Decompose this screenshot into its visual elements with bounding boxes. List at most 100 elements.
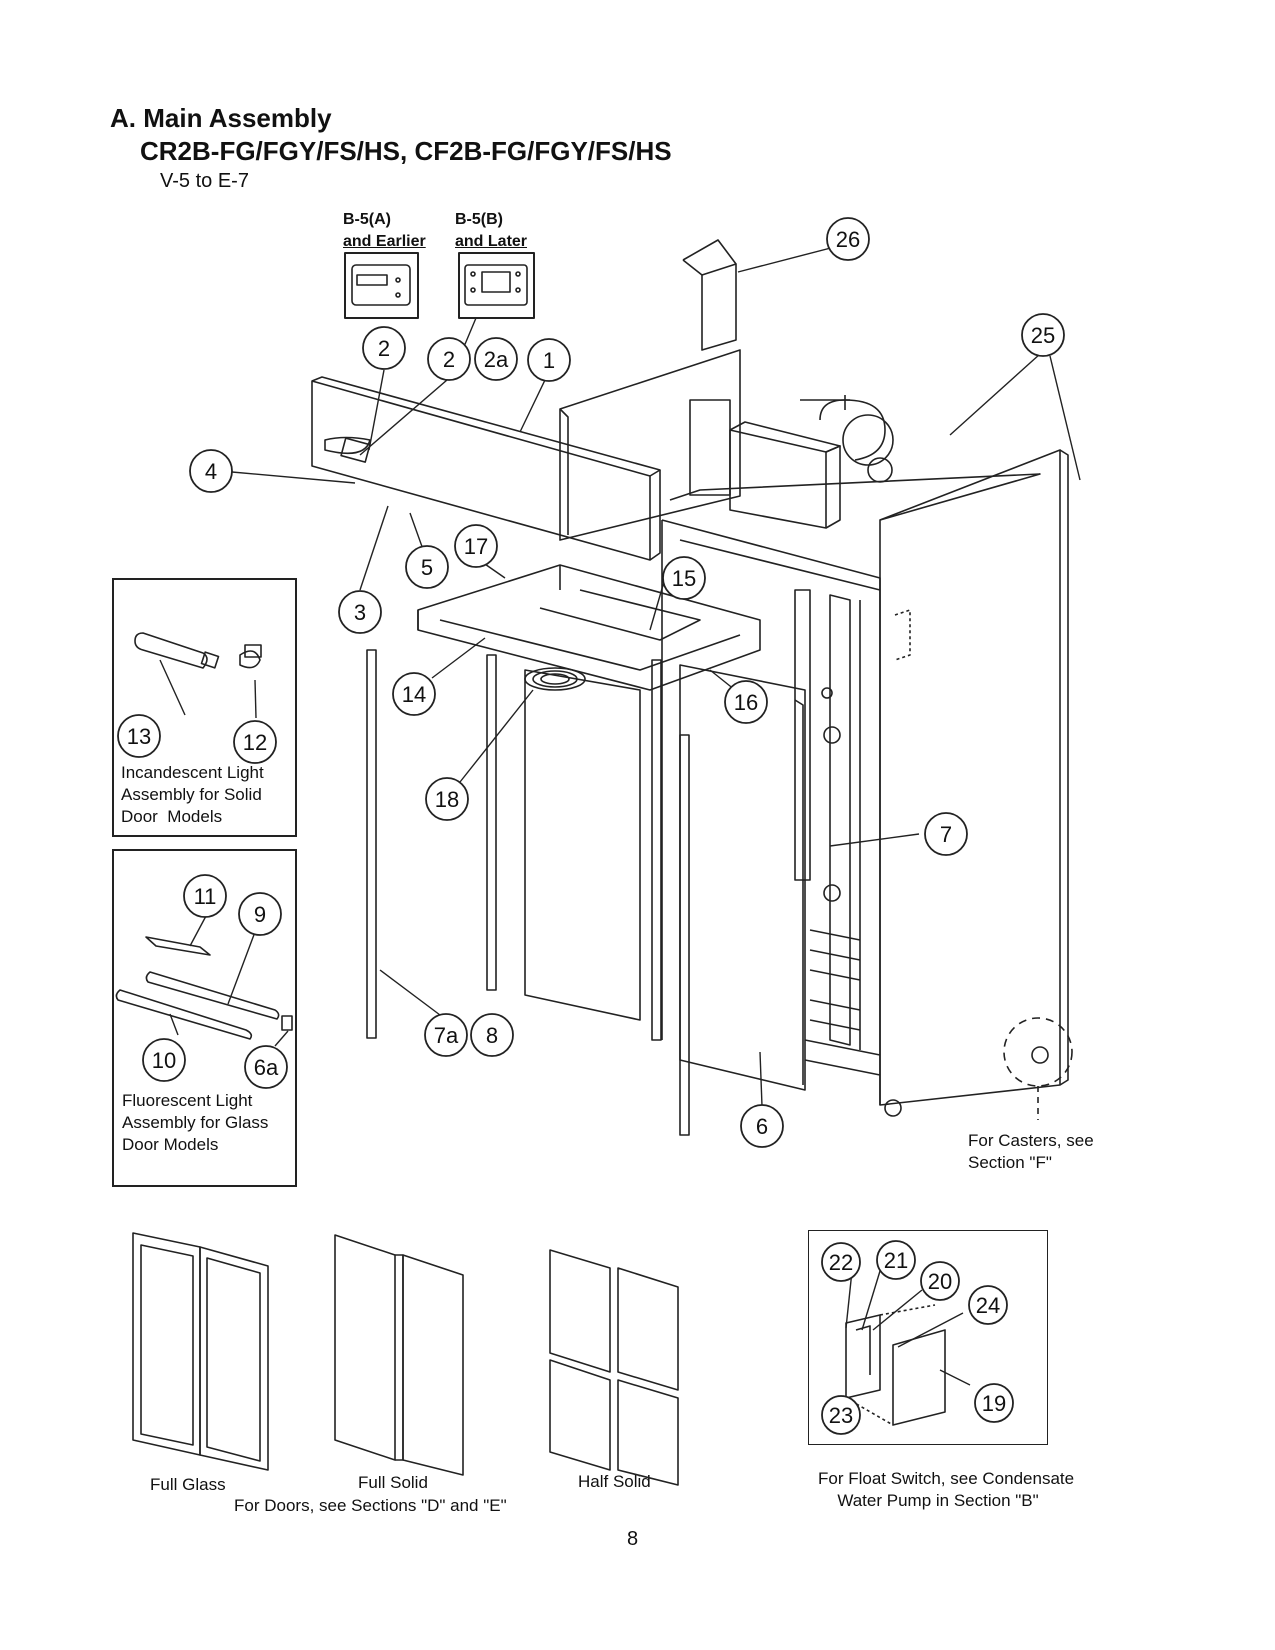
callout-6: 6 [740,1104,784,1148]
callout-label: 20 [928,1269,952,1294]
casters-note-line2: Section "F" [968,1153,1052,1172]
incandescent-inset [112,578,297,837]
callout-23: 22 [821,1242,861,1282]
callout-label: 17 [464,534,488,559]
page-number: 8 [627,1528,639,1550]
incandescent-caption-line2: Assembly for Solid [121,785,262,804]
callout-21: 20 [920,1261,960,1301]
model-numbers: CR2B-FG/FGY/FS/HS, CF2B-FG/FGY/FS/HS [140,136,672,166]
float-note-line1: For Float Switch, see Condensate [818,1469,1075,1488]
callout-26: 26 [826,217,870,261]
callout-13: 13 [117,714,161,758]
callout-4: 4 [189,449,233,493]
fluorescent-caption-line2: Assembly for Glass [122,1113,269,1132]
fluorescent-parts-drawing [115,936,293,1040]
incandescent-caption-line1: Incandescent Light [121,763,264,782]
caster-detail-marker [1003,1017,1073,1087]
left-air-duct [524,669,641,1021]
callout-label: 18 [435,787,459,812]
callout-label: 2a [484,347,509,372]
callout-label: 11 [194,884,217,909]
top-back-panel [559,349,1041,541]
fluorescent-caption: Fluorescent Light Assembly for Glass Doo… [122,1090,268,1156]
right-air-duct [679,664,806,1091]
callout-label: 7a [434,1023,459,1048]
casters-note-line1: For Casters, see [968,1131,1094,1150]
controller-a-line2: and Earlier [343,233,426,250]
shelf-rails [366,649,690,1136]
fluorescent-inset [112,849,297,1187]
callout-label: 16 [734,690,758,715]
callout-label: 15 [672,566,696,591]
float-switch-drawing [845,1304,946,1426]
controller-b-label: B-5(B) and Later [455,209,527,253]
callout-label: 24 [976,1293,1000,1318]
callout-label: 6a [254,1055,279,1080]
callout-label: 22 [829,1250,853,1275]
callout-12: 12 [233,720,277,764]
serial-range: V-5 to E-7 [160,170,249,192]
door-full-solid-drawing [334,1234,464,1476]
controller-b-line2: and Later [455,233,528,250]
callout-label: 23 [829,1403,853,1428]
callout-2a-controller: 2 [362,326,406,370]
callout-label: 26 [836,227,860,252]
callout-label: 10 [152,1048,176,1073]
callout-label: 9 [254,902,266,927]
callout-11: 11 [183,874,227,918]
callout-label: 3 [354,600,366,625]
callout-label: 21 [884,1248,908,1273]
door-full-glass-drawing [132,1232,269,1471]
door-label-half-solid: Half Solid [578,1472,651,1491]
callout-1: 1 [527,338,571,382]
controller-b-drawing [458,252,535,319]
callout-6a: 7 [924,812,968,856]
callout-2b-controller: 2 [427,337,471,381]
callout-label: 8 [486,1023,498,1048]
callout-17: 17 [454,524,498,568]
fluorescent-caption-line1: Fluorescent Light [122,1091,253,1110]
float-switch-inset [808,1230,1048,1445]
callout-7: 7a [424,1013,468,1057]
callout-label: 19 [982,1391,1006,1416]
callout-label: 14 [402,682,426,707]
casters-note: For Casters, see Section "F" [968,1130,1094,1174]
callout-20: 23 [821,1395,861,1435]
callout-5: 5 [405,545,449,589]
callout-label: 5 [421,555,433,580]
controller-b-line1: B-5(B) [455,211,503,228]
callout-15: 15 [662,556,706,600]
incandescent-caption-line3: Door Models [121,807,223,826]
callout-16: 16 [724,680,768,724]
callout-label: 12 [243,730,267,755]
callout-bubbles: 2 2 2a 1 4 3 5 17 15 14 16 18 7 7a 8 6 2… [117,217,1065,1435]
callout-label: 13 [127,724,151,749]
door-label-full-glass: Full Glass [150,1475,226,1494]
callout-3: 3 [338,590,382,634]
callout-22: 21 [876,1240,916,1280]
callout-2a: 2a [474,337,518,381]
door-half-solid-drawing [549,1249,679,1486]
controller-a-line1: B-5(A) [343,211,391,228]
incandescent-caption: Incandescent Light Assembly for Solid Do… [121,762,264,828]
callout-label: 2 [443,347,455,372]
callout-label: 4 [205,459,217,484]
callout-label: 6 [756,1114,768,1139]
callout-19: 19 [974,1383,1014,1423]
callout-10: 10 [142,1038,186,1082]
callout-24: 24 [968,1285,1008,1325]
page-title: A. Main Assembly [110,103,332,133]
top-cover-drawing [682,239,737,351]
fluorescent-caption-line3: Door Models [122,1135,219,1154]
doors-note: For Doors, see Sections "D" and "E" [234,1496,507,1515]
float-switch-note: For Float Switch, see Condensate Water P… [818,1468,1075,1512]
evaporator-housing [417,564,761,691]
leader-lines [159,242,1081,1416]
callout-7a: 8 [470,1013,514,1057]
callout-18: 18 [425,777,469,821]
front-panel [311,376,661,561]
door-label-full-solid: Full Solid [358,1473,428,1492]
controller-a-drawing [344,252,419,319]
incandescent-bulb-drawing [134,632,262,669]
